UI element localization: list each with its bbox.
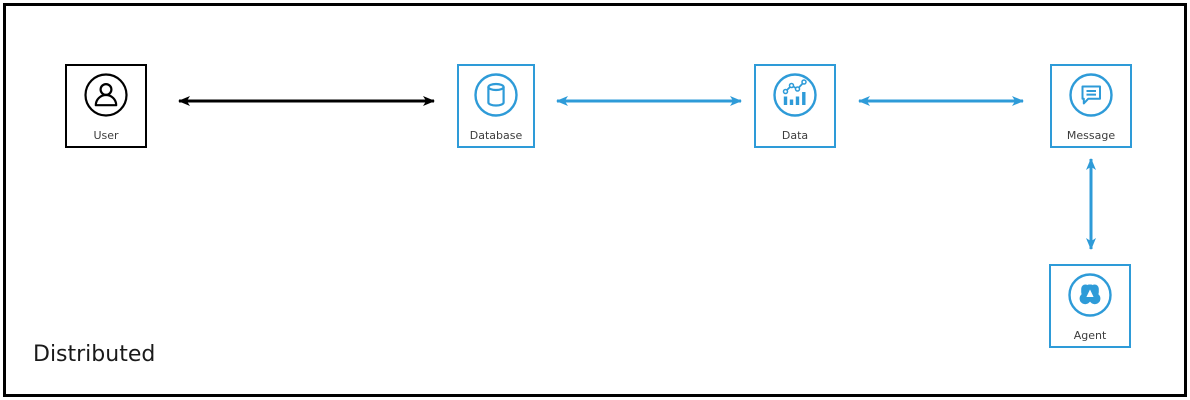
node-label: User [93,129,119,142]
chart-icon [771,71,819,119]
user-icon [82,71,130,119]
diagram-title: Distributed [33,342,156,367]
node-label: Message [1066,129,1116,142]
node-label: Data [781,129,809,142]
node-agent[interactable]: Agent [1049,264,1131,348]
node-data[interactable]: Data [754,64,836,148]
message-icon [1067,71,1115,119]
node-label: Database [469,129,523,142]
binoculars-icon [1066,271,1114,319]
database-icon [472,71,520,119]
node-user[interactable]: User [65,64,147,148]
node-label: Agent [1073,329,1107,342]
node-database[interactable]: Database [457,64,535,148]
node-message[interactable]: Message [1050,64,1132,148]
